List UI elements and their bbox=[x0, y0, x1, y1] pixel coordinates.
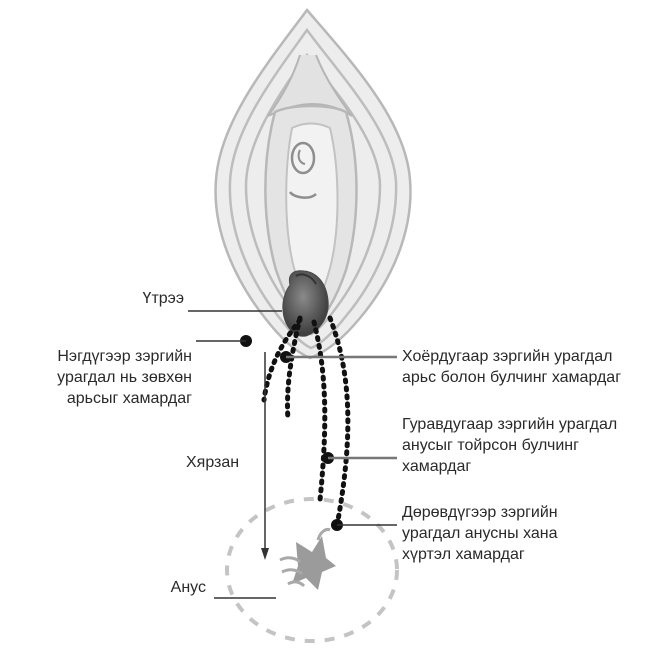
tear-path-4 bbox=[330, 318, 348, 520]
label-degree-4: Дөрөвдүгээр зэргийн урагдал анусны хана … bbox=[402, 502, 558, 565]
label-utree: Үтрээ bbox=[106, 288, 184, 309]
anus-shape bbox=[280, 529, 336, 590]
label-degree-3: Гуравдугаар зэргийн урагдал анусыг тойрс… bbox=[402, 414, 617, 477]
label-degree-2: Хоёрдугаар зэргийн урагдал арьс болон бу… bbox=[402, 346, 621, 388]
label-anus: Анус bbox=[120, 577, 206, 598]
label-degree-1: Нэгдүгээр зэргийн урагдал нь зөвхөн арьс… bbox=[0, 346, 192, 409]
label-khyarzan: Хярзан bbox=[186, 452, 239, 473]
